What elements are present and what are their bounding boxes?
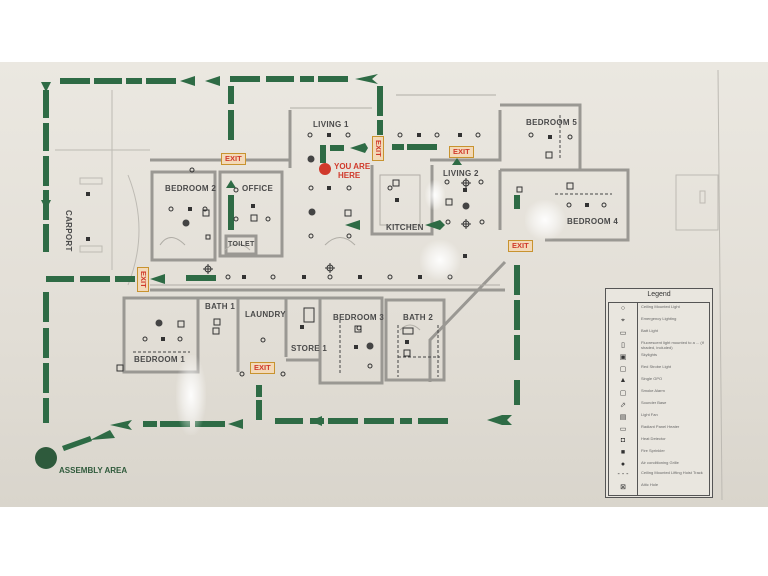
legend-row: ⬀ Sounder Base [609,400,709,413]
legend-row: ▢ Smoke Alarm [609,388,709,401]
room-label-living2: LIVING 2 [443,169,479,178]
legend-label: Fire Sprinkler [641,448,665,453]
assembly-area-label: ASSEMBLY AREA [59,466,128,475]
legend-label: Radiant Panel Heater [641,424,680,429]
legend-label: Emergency Lighting [641,316,677,321]
legend-label: Sounder Base [641,400,667,405]
legend-row: ● Air conditioning Grille [609,460,709,473]
evacuation-route [41,74,520,451]
smoke-alarm-icon: ▢ [619,390,627,397]
legend-row: ○ Ceiling Mounted Light [609,304,709,317]
exit-sign-office: EXIT [221,153,246,165]
legend-row: ▢ Red Strobe Light [609,364,709,377]
skylight-icon: ▣ [619,354,627,361]
room-label-office: OFFICE [242,184,274,193]
fire-sprinkler-icon: ■ [620,449,626,456]
exit-sign-laundry: EXIT [250,362,275,374]
legend-label: Attic Hole [641,482,659,487]
you-are-here-line1: YOU ARE [334,162,371,171]
legend-row: ⊠ Attic Hole [609,482,709,495]
emergency-light-icon: ⌖ [621,317,625,324]
room-label-kitchen: KITCHEN [386,223,424,232]
legend-title: Legend [647,291,671,298]
legend-label: Skylights [641,352,658,357]
ceiling-light-icon: ○ [620,305,626,312]
legend-row: ◘ Heat Detector [609,436,709,449]
legend-row: ⌖ Emergency Lighting [609,316,709,329]
legend-label: Red Strobe Light [641,364,672,369]
legend-label: Single GPO [641,376,663,381]
exit-sign-west: EXIT [137,267,149,292]
room-label-laundry: LAUNDRY [245,310,286,319]
glare-reflection [525,200,565,240]
single-gpo-icon: ▲ [619,377,627,384]
room-label-bath1: BATH 1 [205,302,236,311]
legend-label: Ceiling Mounted Lifting Hoist Track [641,470,703,475]
ceiling-hoist-track-icon: - - - [617,471,629,478]
room-label-bedroom1: BEDROOM 1 [134,355,186,364]
legend-label: Batt Light [641,328,658,333]
radiant-panel-heater-icon: ▭ [619,426,627,433]
glare-reflection [425,180,445,210]
room-label-bedroom2: BEDROOM 2 [165,184,217,193]
legend-row: ▯ Fluorescent light mounted to a ... (if … [609,340,709,353]
room-label-bath2: BATH 2 [403,313,434,322]
room-label-bedroom5: BEDROOM 5 [526,118,578,127]
room-label-carport: CARPORT [64,210,73,252]
legend-label: Fluorescent light mounted to a ... (if s… [641,340,704,350]
you-are-here-label: YOU ARE HERE [334,162,370,180]
legend-row: ■ Fire Sprinkler [609,448,709,461]
legend-row: ▲ Single GPO [609,376,709,389]
you-are-here-marker [319,163,331,175]
legend-label: Light Fan [641,412,658,417]
legend-row: ▤ Light Fan [609,412,709,425]
glare-reflection [420,240,460,280]
room-label-toilet: TOILET [228,241,255,248]
legend-table: ○ Ceiling Mounted Light ⌖ Emergency Lighti… [608,302,710,496]
legend-label: Heat Detector [641,436,666,441]
you-are-here-line2: HERE [338,171,361,180]
legend-row: ▣ Skylights [609,352,709,365]
legend-row: ▭ Radiant Panel Heater [609,424,709,437]
legend-label: Ceiling Mounted Light [641,304,680,309]
room-label-store1: STORE 1 [291,344,328,353]
exit-sign-living2: EXIT [449,146,474,158]
legend-row: ▭ Batt Light [609,328,709,341]
exit-sign-bedroom4: EXIT [508,240,533,252]
glare-reflection [176,355,206,435]
strobe-light-icon: ▢ [619,366,627,373]
attic-hole-icon: ⊠ [620,484,626,491]
exit-sign-living1: EXIT [372,136,384,161]
room-label-bedroom4: BEDROOM 4 [567,217,619,226]
light-fan-icon: ▤ [619,414,627,421]
legend-label: Smoke Alarm [641,388,665,393]
legend-label: Air conditioning Grille [641,460,679,465]
room-label-bedroom3: BEDROOM 3 [333,313,385,322]
legend-row: - - - Ceiling Mounted Lifting Hoist Track [609,470,709,483]
batten-light-icon: ▭ [619,330,627,337]
room-label-living1: LIVING 1 [313,120,349,129]
fluorescent-light-icon: ▯ [621,342,625,349]
assembly-point-marker [35,447,57,469]
air-conditioning-grille-icon: ● [620,461,626,468]
legend-divider [637,303,638,495]
sounder-base-icon: ⬀ [620,402,626,409]
legend-panel: Legend ○ Ceiling Mounted Light ⌖ Emergency… [605,288,713,498]
heat-detector-icon: ◘ [620,437,626,444]
